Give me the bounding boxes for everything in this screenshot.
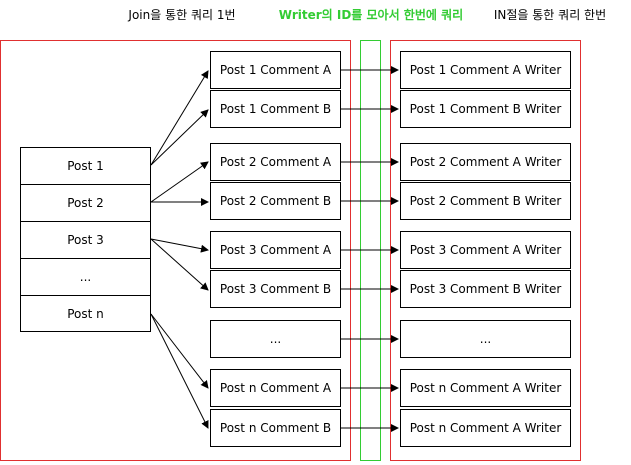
post-label-3: Post 3 <box>67 233 104 247</box>
writer-box-ellipsis[interactable] <box>400 320 571 358</box>
writer-label-p2-b: Post 2 Comment B Writer <box>410 194 562 208</box>
writer-label-p1-a: Post 1 Comment A Writer <box>410 63 562 77</box>
writer-label-p3-b: Post 3 Comment B Writer <box>410 282 562 296</box>
writer-box-p3-b[interactable] <box>400 270 571 308</box>
comment-box-pn-a[interactable] <box>210 369 341 407</box>
comment-box-ellipsis[interactable] <box>210 320 341 358</box>
comment-box-p3-b[interactable] <box>210 270 341 308</box>
writer-box-pn-a[interactable] <box>400 369 571 407</box>
comment-box-p2-a[interactable] <box>210 143 341 181</box>
comment-label-p3-a: Post 3 Comment A <box>220 243 332 257</box>
writer-column: Post 1 Comment A Writer Post 1 Comment B… <box>400 51 571 447</box>
arrow-postn-comment-a <box>150 313 209 389</box>
post-box-1[interactable] <box>20 147 151 185</box>
arrow-postn-comment-b <box>150 313 209 429</box>
header-collect-writer-ids: Writer의 ID를 모아서 한번에 쿼리 <box>279 7 463 22</box>
comment-label-p3-b: Post 3 Comment B <box>220 282 331 296</box>
arrow-post3-comment-a <box>150 238 209 253</box>
comment-box-p1-b[interactable] <box>210 90 341 128</box>
writer-label-ellipsis: ... <box>480 332 491 346</box>
comment-label-p1-a: Post 1 Comment A <box>220 63 332 77</box>
comment-label-pn-b: Post n Comment B <box>220 421 331 435</box>
comment-label-p2-b: Post 2 Comment B <box>220 194 331 208</box>
comment-column: Post 1 Comment A Post 1 Comment B Post 2… <box>210 51 341 447</box>
writer-label-p2-a: Post 2 Comment A Writer <box>410 155 562 169</box>
arrow-post1-comment-b <box>150 109 209 166</box>
writer-box-pn-b[interactable] <box>400 409 571 447</box>
post-box-3[interactable] <box>20 221 151 259</box>
writer-label-p1-b: Post 1 Comment B Writer <box>410 102 562 116</box>
comment-label-ellipsis: ... <box>270 332 281 346</box>
writer-box-p3-a[interactable] <box>400 231 571 269</box>
comment-to-writer-arrows <box>341 66 399 432</box>
post-label-n: Post n <box>67 307 104 321</box>
writer-box-p2-b[interactable] <box>400 182 571 220</box>
comment-box-p1-a[interactable] <box>210 51 341 89</box>
post-box-n[interactable] <box>20 295 151 332</box>
writer-label-p3-a: Post 3 Comment A Writer <box>410 243 562 257</box>
writer-box-p1-a[interactable] <box>400 51 571 89</box>
arrow-post1-comment-a <box>150 70 209 166</box>
header-in-clause-query: IN절을 통한 쿼리 한번 <box>494 8 606 22</box>
comment-label-p1-b: Post 1 Comment B <box>220 102 331 116</box>
header-join-query: Join을 통한 쿼리 1번 <box>127 8 235 22</box>
writer-label-pn-b: Post n Comment A Writer <box>410 421 562 435</box>
post-label-1: Post 1 <box>67 159 104 173</box>
post-label-ellipsis: ... <box>80 270 91 284</box>
post-column: Post 1 Post 2 Post 3 ... Post n <box>20 147 151 332</box>
arrow-post2-comment-a <box>150 161 209 203</box>
comment-box-pn-b[interactable] <box>210 409 341 447</box>
comment-label-pn-a: Post n Comment A <box>220 381 332 395</box>
writer-box-p2-a[interactable] <box>400 143 571 181</box>
post-to-comment-arrows <box>150 70 209 429</box>
post-box-ellipsis[interactable] <box>20 258 151 296</box>
arrow-post3-comment-b <box>150 238 209 291</box>
post-label-2: Post 2 <box>67 196 104 210</box>
comment-label-p2-a: Post 2 Comment A <box>220 155 332 169</box>
comment-box-p2-b[interactable] <box>210 182 341 220</box>
writer-box-p1-b[interactable] <box>400 90 571 128</box>
comment-box-p3-a[interactable] <box>210 231 341 269</box>
writer-label-pn-a: Post n Comment A Writer <box>410 381 562 395</box>
